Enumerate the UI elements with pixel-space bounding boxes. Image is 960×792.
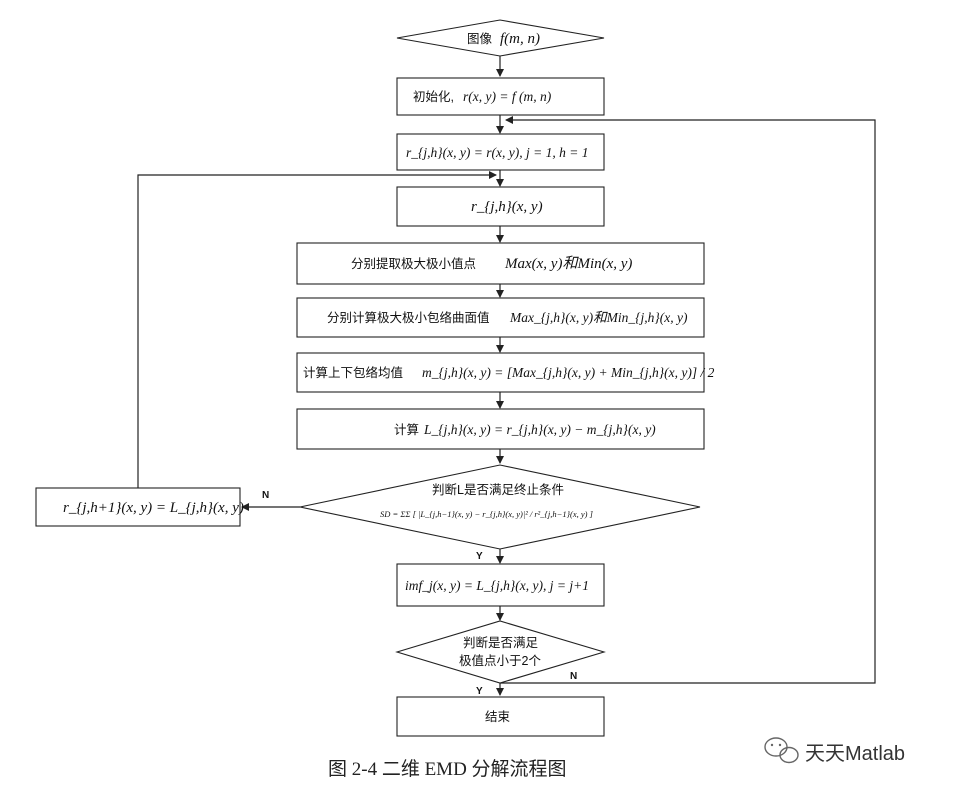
extract-box (296, 242, 705, 285)
judge1-diamond (299, 464, 701, 550)
mean-label: 计算上下包络均值 (303, 365, 403, 380)
init-box (396, 77, 605, 116)
rjh-box (396, 186, 605, 227)
edge-label-n2: N (570, 671, 577, 682)
edge-label-y2: Y (476, 686, 483, 697)
node-calc: 计算 L_{j,h}(x, y) = r_{j,h}(x, y) − m_{j,… (296, 408, 705, 450)
envelope-math: Max_{j,h}(x, y)和Min_{j,h}(x, y) (509, 310, 688, 325)
node-init: 初始化, r(x, y) = f (m, n) (396, 77, 605, 116)
judge1-math: SD = ΣΣ [ |L_{j,h−1}(x, y) − r_{j,h}(x, … (380, 509, 593, 519)
watermark: 天天Matlab (764, 737, 905, 765)
node-update: r_{j,h+1}(x, y) = L_{j,h}(x, y) (35, 487, 244, 527)
init-math: r(x, y) = f (m, n) (463, 89, 552, 104)
node-set: r_{j,h}(x, y) = r(x, y), j = 1, h = 1 (396, 133, 605, 171)
calc-label: 计算 (394, 422, 419, 437)
node-envelope: 分别计算极大极小包络曲面值 Max_{j,h}(x, y)和Min_{j,h}(… (296, 297, 705, 338)
end-box (396, 696, 605, 737)
imf-math: imf_j(x, y) = L_{j,h}(x, y), j = j+1 (405, 578, 589, 593)
start-math: f(m, n) (500, 31, 540, 47)
calc-box (296, 408, 705, 450)
wechat-icon (764, 737, 799, 764)
node-imf: imf_j(x, y) = L_{j,h}(x, y), j = j+1 (396, 563, 605, 607)
envelope-label: 分别计算极大极小包络曲面值 (327, 310, 490, 325)
judge1-label: 判断L是否满足终止条件 (432, 482, 564, 497)
extract-math: Max(x, y)和Min(x, y) (504, 255, 632, 272)
node-mean: 计算上下包络均值 m_{j,h}(x, y) = [Max_{j,h}(x, y… (296, 352, 715, 393)
update-math: r_{j,h+1}(x, y) = L_{j,h}(x, y) (63, 500, 244, 516)
edge-label-n1: N (262, 490, 269, 501)
extract-label: 分别提取极大极小值点 (351, 256, 476, 271)
envelope-box (296, 297, 705, 338)
edge-judge2-loop (500, 116, 876, 684)
init-label: 初始化, (413, 90, 454, 104)
node-start: 图像 f(m, n) (396, 19, 605, 57)
node-end: 结束 (396, 696, 605, 737)
end-label: 结束 (485, 710, 511, 724)
judge2-label-line1: 判断是否满足 (463, 635, 539, 650)
edge-update-loop (137, 171, 497, 488)
edges (137, 56, 876, 696)
figure-caption: 图 2-4 二维 EMD 分解流程图 (328, 758, 567, 780)
mean-box (296, 352, 705, 393)
node-extract: 分别提取极大极小值点 Max(x, y)和Min(x, y) (296, 242, 705, 285)
watermark-text: 天天Matlab (805, 743, 905, 765)
judge2-diamond (395, 620, 606, 684)
start-label: 图像 (467, 32, 493, 46)
node-judge2: 判断是否满足 极值点小于2个 (395, 620, 606, 684)
start-diamond (396, 19, 605, 57)
imf-box (396, 563, 605, 607)
mean-math: m_{j,h}(x, y) = [Max_{j,h}(x, y) + Min_{… (422, 365, 715, 380)
update-box (35, 487, 241, 527)
edge-label-y1: Y (476, 551, 483, 562)
set-box (396, 133, 605, 171)
rjh-math: r_{j,h}(x, y) (471, 199, 543, 215)
node-judge1: 判断L是否满足终止条件 SD = ΣΣ [ |L_{j,h−1}(x, y) −… (299, 464, 701, 550)
set-math: r_{j,h}(x, y) = r(x, y), j = 1, h = 1 (406, 145, 588, 160)
calc-math: L_{j,h}(x, y) = r_{j,h}(x, y) − m_{j,h}(… (423, 422, 656, 437)
node-rjh: r_{j,h}(x, y) (396, 186, 605, 227)
judge2-label-line2: 极值点小于2个 (459, 653, 541, 668)
